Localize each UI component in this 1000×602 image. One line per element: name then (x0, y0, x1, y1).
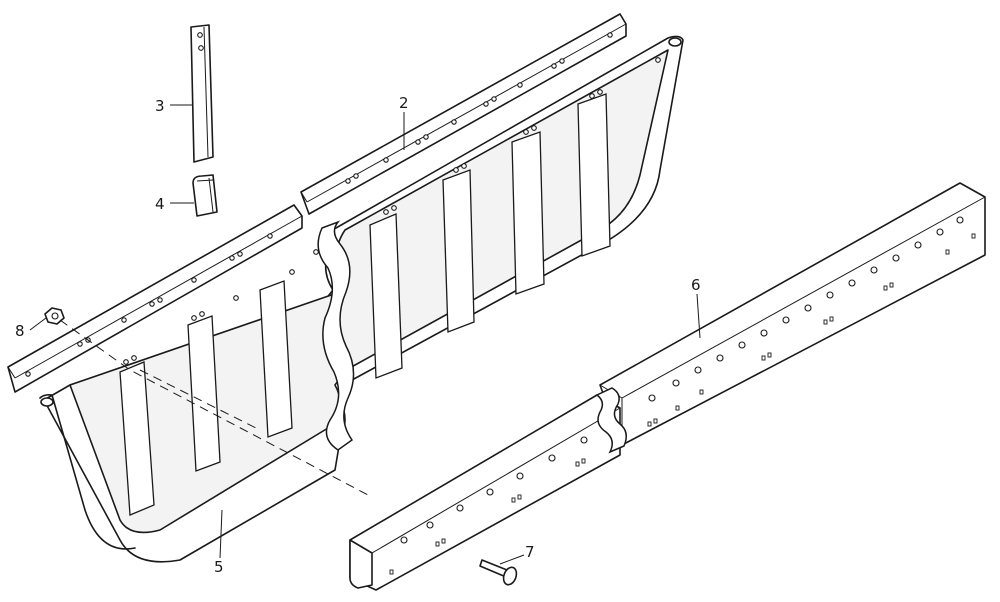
assembly-dashed-lines (59, 319, 371, 497)
part-3-vertical-strip (190, 24, 214, 163)
panel-holes (123, 57, 661, 365)
part-8-hex-nut (44, 307, 65, 325)
part-4-end-cap (192, 174, 218, 217)
callout-4: 4 (155, 195, 165, 213)
c-channel-slots (389, 233, 976, 575)
c-channel-holes (400, 216, 964, 544)
part-5-side-panel (39, 35, 684, 563)
part-7-carriage-bolt (479, 559, 518, 586)
panel-ribs (119, 93, 611, 516)
callout-2: 2 (399, 94, 409, 112)
part-rail-lower (7, 204, 303, 393)
callout-3: 3 (155, 97, 165, 115)
callout-6: 6 (691, 276, 701, 294)
part-2-top-rail (300, 13, 627, 215)
callout-5: 5 (214, 558, 224, 576)
part-6-c-channel (349, 182, 986, 591)
callout-8: 8 (15, 322, 25, 340)
callout-labels: 3 2 4 8 6 7 5 (15, 94, 701, 576)
callout-7: 7 (525, 543, 535, 561)
top-rail-holes (345, 32, 613, 184)
leader-lines (29, 104, 701, 565)
